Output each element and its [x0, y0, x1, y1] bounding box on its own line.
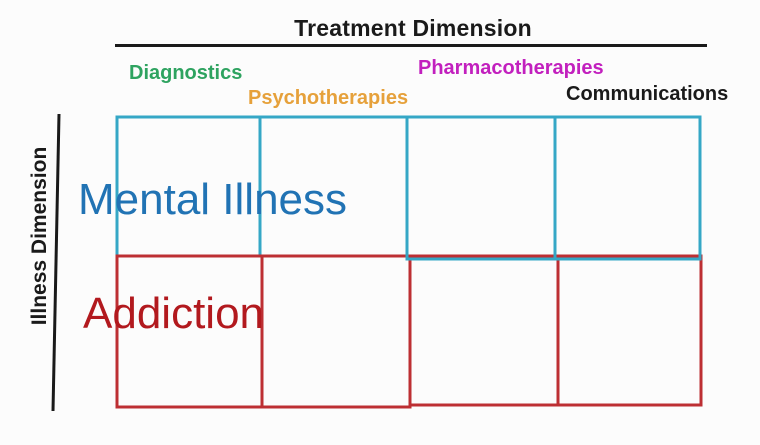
illness-dimension-axis-line — [51, 113, 61, 412]
cell-addiction-pharmacotherapies — [408, 254, 560, 407]
cell-mental-illness-pharmacotherapies — [405, 115, 557, 261]
treatment-dimension-title: Treatment Dimension — [294, 15, 532, 41]
column-label-pharmacotherapies: Pharmacotherapies — [418, 57, 604, 79]
cell-mental-illness-communications — [553, 115, 702, 261]
cell-addiction-psychotherapies — [260, 254, 412, 409]
row-label-mental-illness: Mental Illness — [78, 175, 348, 224]
illness-dimension-title: Illness Dimension — [28, 146, 51, 326]
column-label-psychotherapies: Psychotherapies — [248, 87, 409, 109]
column-label-communications: Communications — [566, 83, 729, 105]
cell-addiction-communications — [556, 254, 703, 407]
row-label-addiction: Addiction — [83, 289, 265, 338]
column-label-diagnostics: Diagnostics — [129, 62, 243, 84]
